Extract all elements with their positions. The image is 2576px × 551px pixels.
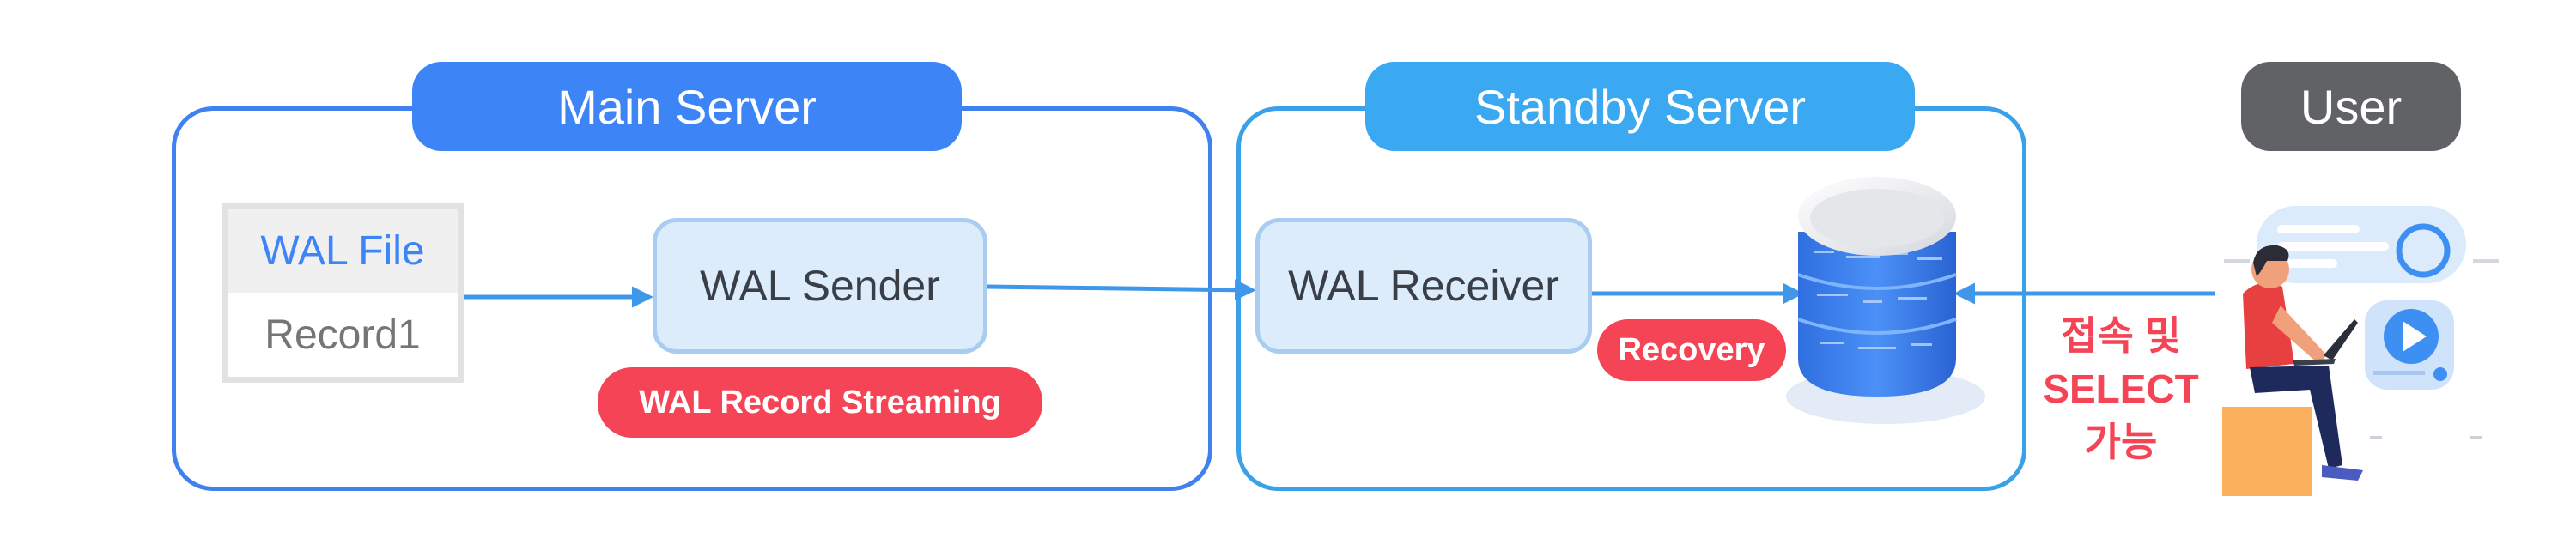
access-line-3: 가능 [2084, 420, 2158, 464]
wal-file-table: WAL File Record1 [222, 203, 464, 383]
arrow-sender-to-receiver [987, 279, 1256, 301]
standby-server-title: Standby Server [1365, 62, 1915, 151]
access-line-2: SELECT [2043, 366, 2199, 411]
recovery-badge: Recovery [1597, 319, 1786, 381]
wal-record-streaming-badge: WAL Record Streaming [598, 367, 1042, 438]
play-icon [2384, 309, 2439, 364]
wal-receiver-node: WAL Receiver [1255, 218, 1592, 354]
wal-sender-node: WAL Sender [653, 218, 987, 354]
access-line-1: 접속 및 [2061, 313, 2181, 358]
user-title: User [2241, 62, 2461, 151]
user-access-note: 접속 및 SELECT 가능 [2030, 309, 2212, 469]
database-icon [1786, 177, 1985, 424]
wal-file-header: WAL File [228, 209, 458, 293]
user-with-laptop-icon [2222, 206, 2499, 496]
wal-file-record: Record1 [264, 312, 421, 358]
main-server-title: Main Server [412, 62, 962, 151]
